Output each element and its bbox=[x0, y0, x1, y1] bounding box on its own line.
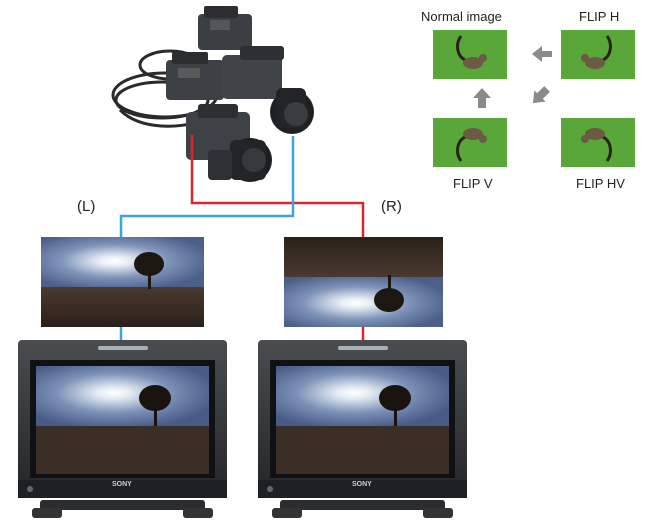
left-monitor: SONY bbox=[18, 340, 227, 521]
left-monitor-body bbox=[18, 340, 227, 518]
left-monitor-brand: SONY bbox=[112, 481, 132, 488]
normal-image-thumbnail bbox=[433, 30, 507, 79]
right-monitor: SONY bbox=[258, 340, 467, 521]
camera-rig-illustration bbox=[111, 6, 314, 182]
right-source-image-flipped bbox=[284, 237, 443, 327]
flip-arrows bbox=[473, 46, 552, 108]
camera-body-top bbox=[198, 6, 252, 50]
left-channel-label: (L) bbox=[77, 198, 96, 215]
normal-image-label: Normal image bbox=[421, 9, 502, 24]
right-channel-label: (R) bbox=[381, 198, 402, 215]
right-channel-cable bbox=[190, 135, 365, 237]
flip-hv-thumbnail bbox=[561, 118, 635, 167]
right-monitor-body bbox=[258, 340, 467, 518]
flip-h-label: FLIP H bbox=[579, 9, 620, 24]
left-source-image bbox=[41, 237, 204, 327]
flip-h-thumbnail bbox=[561, 30, 635, 79]
flip-hv-label: FLIP HV bbox=[576, 176, 625, 191]
left-channel-cable bbox=[119, 136, 295, 237]
arrow-diagonal-icon bbox=[532, 86, 550, 104]
arrow-up-icon bbox=[473, 88, 491, 108]
flip-v-thumbnail bbox=[433, 118, 507, 167]
arrow-left-icon bbox=[532, 46, 552, 62]
right-monitor-brand: SONY bbox=[352, 481, 372, 488]
flip-v-label: FLIP V bbox=[453, 176, 493, 191]
